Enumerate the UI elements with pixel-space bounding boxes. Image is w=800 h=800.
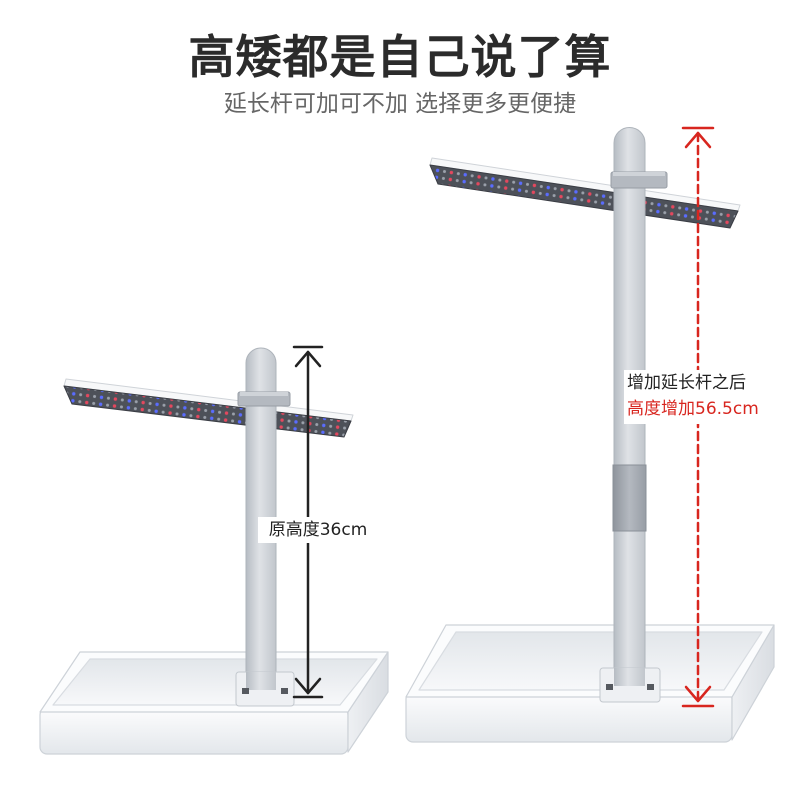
tray-recess	[418, 631, 763, 691]
extended-height-label: 增加延长杆之后 高度增加56.5cm	[624, 370, 788, 424]
tray-front-face	[405, 691, 733, 743]
headline: 高矮都是自己说了算	[188, 30, 612, 84]
original-height-label: 原高度36cm	[258, 517, 378, 543]
base-tray-right	[405, 624, 775, 743]
light-bar-left	[63, 378, 354, 438]
lamp-short	[39, 345, 389, 755]
height-increase-label: 高度增加56.5cm	[627, 399, 759, 419]
tray-front-face	[39, 707, 349, 755]
bar-clamp	[610, 171, 668, 189]
bar-clamp	[237, 391, 291, 407]
lamp-extended	[405, 126, 775, 743]
light-bar-right	[429, 157, 741, 229]
led-panel	[429, 164, 739, 229]
height-arrow-right	[681, 126, 715, 708]
pole-foot	[599, 667, 661, 703]
pole-foot	[235, 671, 295, 707]
sub-headline: 延长杆可加可不加 选择更多更便捷	[223, 91, 577, 117]
extension-joint	[612, 464, 647, 532]
extension-note: 增加延长杆之后	[627, 373, 746, 393]
base-tray-left	[39, 651, 389, 755]
tray-recess	[52, 658, 378, 706]
